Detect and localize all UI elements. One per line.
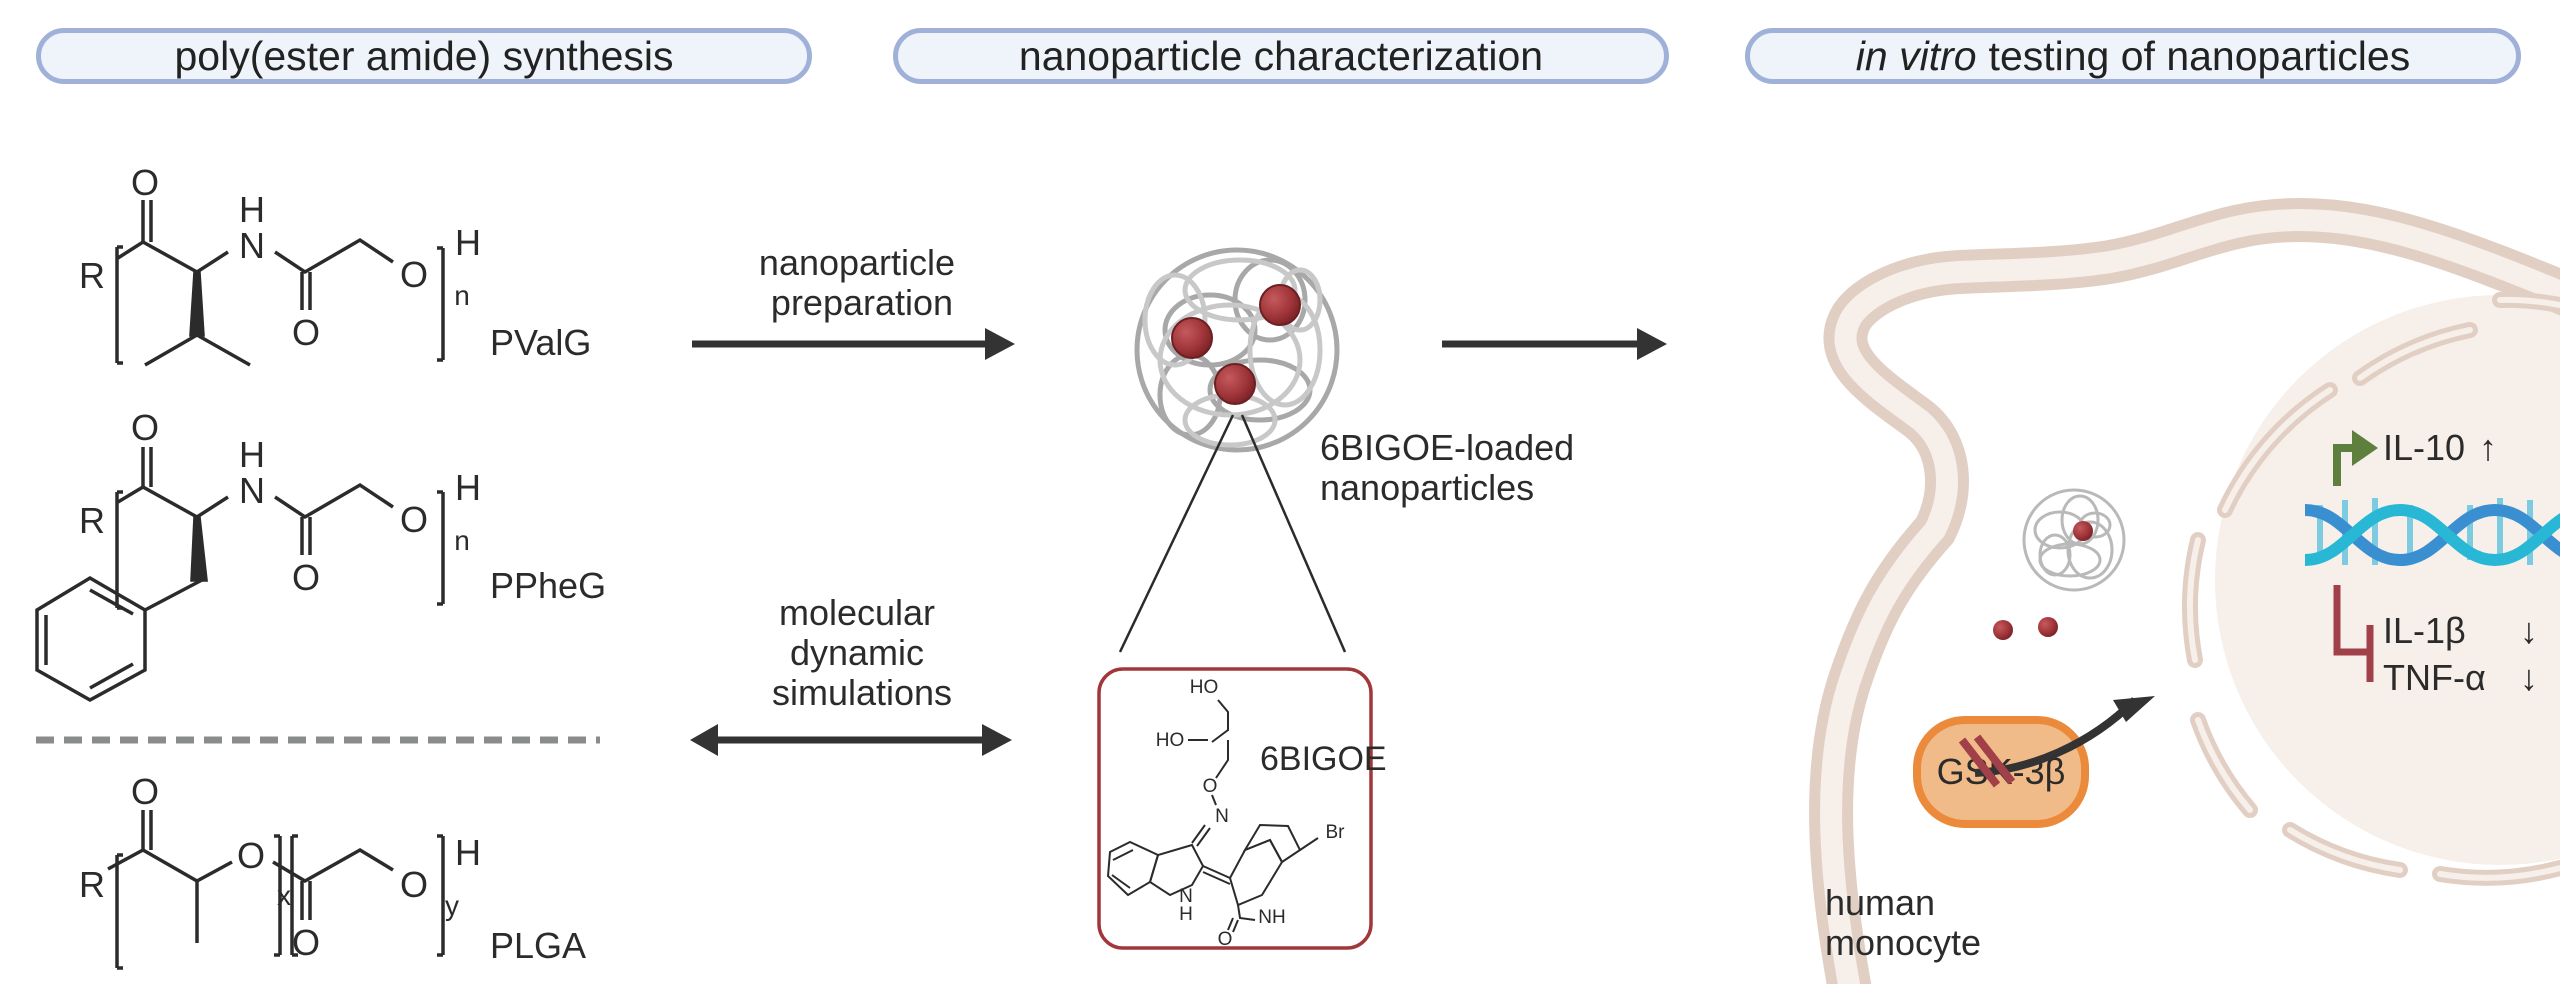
zoom-line [1118, 414, 1235, 653]
section-title-italic: in vitro [1855, 32, 1977, 79]
to-testing-arrow [1442, 328, 1667, 360]
svg-text:x: x [277, 880, 291, 911]
svg-text:O: O [400, 864, 428, 905]
svg-text:N: N [1215, 806, 1229, 827]
svg-text:O: O [1218, 929, 1233, 950]
nucleus [2215, 295, 2560, 865]
svg-text:n: n [454, 280, 470, 311]
svg-text:O: O [131, 771, 159, 812]
drug-molecule [1171, 317, 1213, 359]
svg-text:R: R [79, 255, 105, 296]
structure-plga-atoms: R O O O O H x y [79, 771, 481, 963]
drug-molecule [2073, 521, 2093, 541]
svg-text:O: O [237, 835, 265, 876]
nuclear-envelope [2182, 291, 2560, 886]
svg-text:H: H [1179, 904, 1193, 925]
drug-structure-6bigoe [1106, 699, 1319, 933]
svg-text:O: O [292, 557, 320, 598]
released-drug-molecule [2038, 617, 2058, 637]
structure-pvalg-atoms: R O H N O O H n [79, 162, 481, 353]
structure-plga [107, 810, 445, 970]
svg-text:R: R [79, 864, 105, 905]
svg-text:y: y [445, 890, 459, 921]
drug-structure-box [1097, 667, 1373, 950]
svg-text:H: H [455, 467, 481, 508]
structure-pvalg [115, 200, 445, 367]
preparation-arrow [692, 328, 1015, 360]
section-title: nanoparticle characterization [1018, 32, 1544, 79]
gene-il1b: IL-1β↓ [2383, 610, 2538, 651]
svg-text:n: n [454, 525, 470, 556]
svg-text:O: O [131, 162, 159, 203]
activation-arrow-icon [2333, 430, 2378, 486]
monocyte-cell: GSK-3β IL-10↑ IL-1β↓ TNF-α↓ [1809, 197, 2560, 984]
svg-text:H: H [455, 222, 481, 263]
svg-text:NH: NH [1258, 907, 1285, 928]
polymer-name-pvalg: PValG [490, 322, 591, 363]
repression-icon [2333, 585, 2374, 682]
svg-text:H: H [455, 832, 481, 873]
dna-helix-icon [2304, 498, 2560, 567]
preparation-label: nanoparticle preparation [759, 242, 965, 323]
svg-text:H: H [239, 189, 265, 230]
svg-text:N: N [1179, 886, 1193, 907]
svg-text:O: O [1203, 776, 1218, 797]
internalized-nanoparticle [2022, 488, 2126, 592]
svg-text:O: O [400, 254, 428, 295]
drug-molecule [1214, 363, 1256, 405]
polymer-name-plga: PLGA [490, 925, 586, 966]
svg-text:HO: HO [1156, 730, 1185, 751]
released-drug-molecule [1993, 620, 2013, 640]
svg-text:O: O [292, 312, 320, 353]
gene-il10: IL-10↑ [2383, 427, 2497, 468]
svg-text:O: O [400, 499, 428, 540]
section-title: poly(ester amide) synthesis [174, 32, 674, 79]
polymer-name-ppheg: PPheG [490, 565, 606, 606]
structure-ppheg-atoms: R O H N O O H n [79, 407, 481, 598]
structure-ppheg [35, 447, 445, 703]
simulation-label: molecular dynamic simulations [772, 592, 952, 713]
inhibition-mark-icon [1958, 734, 2016, 788]
drug-name: 6BIGOE [1260, 740, 1387, 778]
gene-tnfa: TNF-α↓ [2383, 657, 2538, 698]
nanoparticle-label: 6BIGOE-loaded nanoparticles [1320, 427, 1584, 508]
drug-structure-6bigoe-atoms: HO HO O N Br N H NH O [1156, 677, 1345, 950]
cell-label: human monocyte [1825, 882, 1981, 963]
svg-text:O: O [292, 922, 320, 963]
section-header-synthesis: poly(ester amide) synthesis [36, 28, 812, 84]
loaded-nanoparticle [1134, 247, 1340, 453]
arrowhead-icon [2113, 696, 2155, 722]
drug-molecule [1259, 284, 1301, 326]
zoom-line [1240, 414, 1347, 653]
svg-text:H: H [239, 434, 265, 475]
simulation-arrow [690, 724, 1012, 756]
svg-text:O: O [131, 407, 159, 448]
svg-text:HO: HO [1190, 677, 1219, 698]
section-header-characterization: nanoparticle characterization [893, 28, 1669, 84]
svg-text:R: R [79, 500, 105, 541]
svg-text:Br: Br [1326, 822, 1346, 843]
svg-text:N: N [239, 470, 265, 511]
signal-arrow [1974, 697, 2138, 777]
svg-text:N: N [239, 225, 265, 266]
section-title: testing of nanoparticles [1988, 32, 2411, 79]
